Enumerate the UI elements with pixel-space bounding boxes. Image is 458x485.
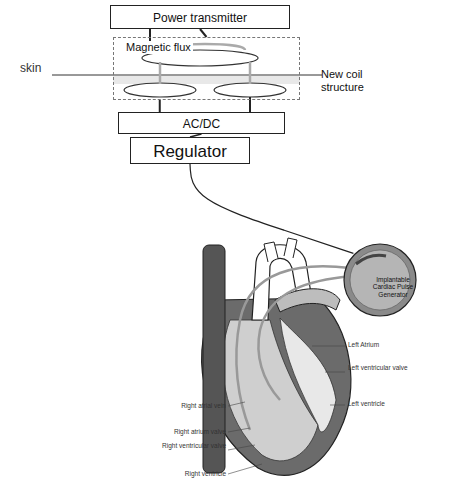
pacemaker-label: Implantable Cardiac Pulse Generator — [372, 276, 414, 298]
receiver-coil — [214, 83, 286, 97]
leader-lines — [228, 346, 345, 474]
coil-heading: New coil structure — [321, 68, 401, 93]
rectifier-box: AC/DC — [118, 112, 285, 134]
heart-part-label: Right ventricle — [160, 470, 226, 477]
pacing-lead — [258, 276, 352, 400]
flux-label: Magnetic flux — [124, 41, 193, 54]
receiver-coil — [124, 83, 196, 97]
box-label: Regulator — [153, 138, 227, 165]
heart-part-label: Left ventricle — [348, 400, 418, 407]
heart — [202, 238, 351, 475]
box-label: AC/DC — [183, 113, 220, 135]
heart-part-label: Left ventricular valve — [348, 364, 408, 371]
connector — [200, 29, 207, 37]
skin-label: skin — [20, 62, 52, 75]
heart-part-label: Right atrium valve — [160, 428, 226, 435]
heart-part-label: Right ventricular valve — [160, 442, 226, 449]
connector — [159, 100, 161, 112]
skin-layer — [113, 76, 300, 84]
heart-part-label: Left Atrium — [348, 341, 418, 348]
pacemaker: Implantable Cardiac Pulse Generator — [342, 242, 418, 318]
coil-region: Magnetic fluxNew coil structure — [113, 37, 300, 100]
connector — [190, 164, 353, 253]
skin-line — [52, 75, 322, 76]
transmitter-box: Power transmitter — [110, 5, 290, 29]
regulator-box: Regulator — [130, 137, 250, 164]
box-label: Power transmitter — [153, 6, 247, 30]
heart-part-label: Right atrial vein — [160, 402, 226, 409]
